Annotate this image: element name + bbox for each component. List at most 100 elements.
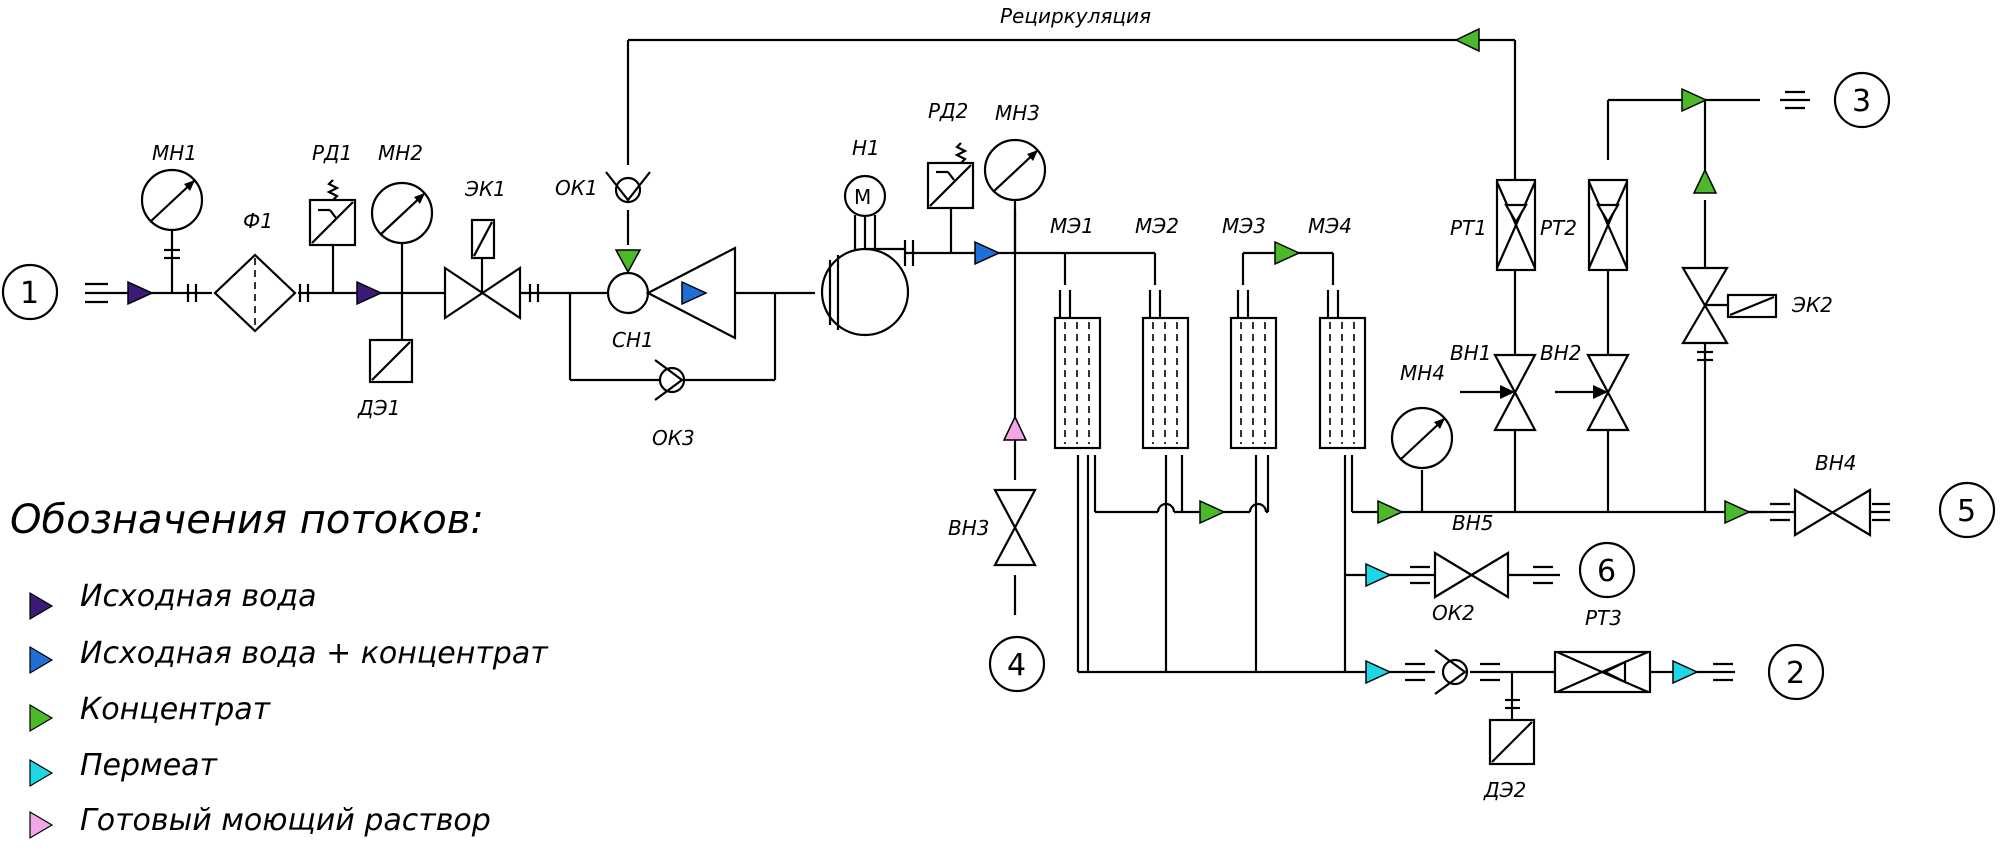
- gauge-mn2: МН2: [370, 141, 434, 340]
- concentrate-arrow: [1274, 240, 1301, 266]
- legend-label-concentrate: Концентрат: [80, 692, 272, 727]
- sn1-label: СН1: [612, 328, 654, 352]
- check-valve-ok3: ОК3: [652, 359, 695, 450]
- motor-symbol: М: [854, 185, 871, 209]
- manual-valve-vn4: ВН4: [1793, 451, 1872, 537]
- ek2-label: ЭК2: [1791, 293, 1833, 317]
- gauge-mn3: МН3: [983, 101, 1047, 253]
- de1-label: ДЭ1: [357, 396, 400, 420]
- recirculation-label: Рециркуляция: [1000, 4, 1151, 28]
- membrane-me3: МЭ3: [1222, 214, 1278, 450]
- manual-valve-vn3: ВН3: [948, 488, 1037, 567]
- ek1-label: ЭК1: [464, 177, 506, 201]
- port-6-label: 6: [1597, 554, 1616, 589]
- port-2-label: 2: [1786, 656, 1805, 691]
- concentrate-arrow: [1377, 499, 1404, 525]
- raw-water-swatch: [29, 591, 54, 621]
- me4-label: МЭ4: [1308, 214, 1352, 238]
- concentrate-arrow: [1454, 27, 1480, 53]
- manual-valve-ok2-line: [1433, 551, 1510, 599]
- solenoid-valve-ek1: ЭК1: [443, 177, 522, 321]
- rd2-label: РД2: [928, 99, 968, 123]
- legend-title: Обозначения потоков:: [10, 497, 484, 543]
- cleaning-solution-arrow: [1002, 415, 1028, 441]
- flowmeter-rt2: РТ2: [1540, 178, 1629, 272]
- f1-label: Ф1: [243, 209, 273, 233]
- legend-item-cleaning-solution: Готовый моющий раствор: [29, 803, 491, 840]
- port-3-label: 3: [1852, 84, 1871, 119]
- permeate-swatch: [29, 758, 54, 788]
- port-5: [1938, 481, 1996, 539]
- port-markers: 1 2 3 4 5 6: [1, 71, 1996, 701]
- pump-n1: М Н1: [820, 136, 910, 337]
- port-4-label: 4: [1007, 648, 1026, 683]
- raw-water-arrow: [356, 280, 383, 306]
- check-valve-ok2: ОК2: [1432, 601, 1475, 695]
- rt2-label: РТ2: [1540, 216, 1577, 240]
- port-5-label: 5: [1957, 494, 1976, 529]
- pressure-gauges: МН1 МН2 МН3 МН4: [140, 101, 1454, 470]
- de2-label: ДЭ2: [1483, 778, 1526, 802]
- port-1-label: 1: [20, 276, 39, 311]
- permeate-arrow: [1365, 562, 1392, 588]
- port-2: [1767, 643, 1825, 701]
- membrane-elements: МЭ1 МЭ2 МЭ3 МЭ4: [1050, 214, 1367, 450]
- pressure-relay-rd2: РД2: [926, 99, 975, 253]
- conductivity-sensor-de1: ДЭ1: [357, 338, 414, 420]
- port-4: [988, 635, 1046, 693]
- feed-concentrate-arrow: [974, 240, 1001, 266]
- permeate-arrow: [1365, 659, 1392, 685]
- flowmeter-rt3: РТ3: [1553, 606, 1652, 694]
- me2-label: МЭ2: [1135, 214, 1179, 238]
- mn1-label: МН1: [152, 141, 197, 165]
- vn2-label: ВН2: [1540, 341, 1581, 365]
- membrane-me4: МЭ4: [1308, 214, 1367, 450]
- concentrate-arrow: [1692, 168, 1718, 194]
- legend-item-raw-water: Исходная вода: [29, 579, 317, 621]
- rd1-label: РД1: [312, 141, 352, 165]
- legend-label-permeate: Пермеат: [80, 748, 219, 783]
- ok3-label: ОК3: [652, 426, 695, 450]
- vn4-label: ВН4: [1815, 451, 1856, 475]
- port-6: [1578, 541, 1636, 599]
- concentrate-arrow: [1199, 499, 1226, 525]
- legend-item-concentrate: Концентрат: [29, 692, 272, 733]
- gauge-mn4: МН4: [1390, 361, 1454, 470]
- vn3-label: ВН3: [948, 516, 989, 540]
- mn4-label: МН4: [1400, 361, 1445, 385]
- flowmeter-rt1: РТ1: [1450, 178, 1537, 272]
- solenoid-valve-ek2: ЭК2: [1681, 266, 1833, 362]
- mn3-label: МН3: [995, 101, 1040, 125]
- port-1: [1, 263, 59, 321]
- legend: Обозначения потоков: Исходная вода Исход…: [10, 497, 549, 840]
- motor-icon: [843, 174, 887, 218]
- ok2-label: ОК2: [1432, 601, 1475, 625]
- membrane-me2: МЭ2: [1135, 214, 1190, 450]
- manual-valve-vn1: ВН1: [1450, 341, 1537, 432]
- check-valve-ok1: ОК1: [555, 171, 651, 204]
- permeate-arrow: [1672, 659, 1699, 685]
- legend-item-feed-concentrate: Исходная вода + концентрат: [29, 636, 549, 675]
- vn5-label: ВН5: [1452, 511, 1493, 535]
- n1-label: Н1: [852, 136, 880, 160]
- feed-concentrate-swatch: [29, 645, 54, 675]
- conductivity-sensor-de2: ДЭ2: [1483, 718, 1536, 802]
- rt3-label: РТ3: [1585, 606, 1622, 630]
- flow-arrows: [127, 27, 1751, 685]
- vn1-label: ВН1: [1450, 341, 1491, 365]
- concentrate-arrow: [614, 249, 642, 274]
- membrane-me1: МЭ1: [1050, 214, 1102, 450]
- feed-concentrate-arrow: [681, 280, 708, 306]
- ok1-label: ОК1: [555, 176, 598, 200]
- cleaning-solution-swatch: [29, 810, 54, 840]
- mn2-label: МН2: [378, 141, 423, 165]
- concentrate-arrow: [1681, 87, 1708, 113]
- gauge-mn1: МН1: [140, 141, 204, 293]
- legend-label-raw-water: Исходная вода: [80, 579, 317, 614]
- me1-label: МЭ1: [1050, 214, 1094, 238]
- concentrate-arrow: [1724, 499, 1751, 525]
- port-3: [1833, 71, 1891, 129]
- raw-water-arrow: [127, 280, 154, 306]
